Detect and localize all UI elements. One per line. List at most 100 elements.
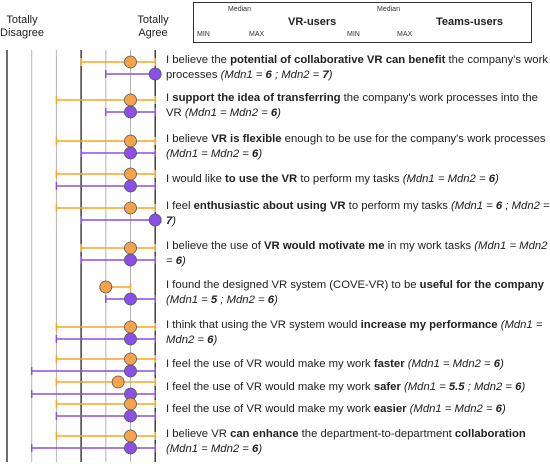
statement-1: I believe the potential of collaborative…: [166, 53, 550, 83]
statement-1-segment: I believe the: [166, 54, 231, 66]
statement-3-segment: (Mdn1 = Mdn2 =: [166, 148, 253, 160]
statement-10-segment: safer: [373, 381, 401, 393]
statement-8: I think that using the VR system would i…: [166, 318, 550, 348]
statement-3-segment: 6: [252, 148, 259, 160]
statement-5-segment: ; Mdn2 =: [502, 200, 550, 212]
legend-vr-median-caption: Median: [228, 6, 251, 13]
statement-5-segment: 6: [495, 200, 503, 212]
teams-users-row-2-median-dot: [124, 105, 137, 119]
statement-row-1-marks: [80, 55, 162, 81]
statement-11: I feel the use of VR would make my work …: [166, 402, 550, 417]
statement-8-segment: increase my performance: [360, 319, 498, 331]
statement-2-segment: I: [166, 92, 173, 104]
statement-row-5-marks: [55, 201, 162, 227]
statement-12-segment: (Mdn1 = Mdn2 =: [166, 443, 253, 455]
statement-11-segment: easier: [373, 403, 407, 415]
statement-10-segment: (Mdn1 =: [403, 381, 449, 393]
statement-row-8-marks: [55, 320, 156, 346]
teams-users-row-7-median-dot: [124, 292, 137, 306]
totally-disagree-label: Totally Disagree: [0, 14, 44, 40]
statement-12-segment: the department-to-department: [298, 428, 455, 440]
legend-teams-median-caption: Median: [377, 6, 400, 13]
statement-6-segment: (Mdn1 = Mdn2 =: [166, 240, 548, 267]
statement-11-segment: (Mdn1 = Mdn2 =: [409, 403, 496, 415]
statement-10-segment: 5.5: [448, 381, 465, 393]
statement-11-segment: 6: [495, 403, 502, 415]
totally-agree-line2: Agree: [138, 27, 168, 39]
statement-6-segment: 6: [175, 255, 183, 267]
statement-7-segment: 5: [210, 294, 218, 306]
statement-10-segment: 6: [515, 381, 522, 393]
statement-row-2-marks: [55, 93, 156, 119]
statement-7: I found the designed VR system (COVE-VR)…: [166, 278, 550, 308]
statement-5-segment: to perform my tasks: [345, 200, 452, 212]
vr-users-row-7-median-dot: [99, 280, 113, 294]
statement-1-segment: 7: [322, 69, 329, 81]
statement-12-segment: I believe VR: [166, 428, 231, 440]
statement-7-segment: (Mdn1 =: [166, 294, 211, 306]
chart-marks: [30, 55, 162, 455]
statement-4-segment: (Mdn1 = Mdn2 =: [402, 173, 489, 185]
statement-row-7-marks: [99, 280, 156, 306]
legend-teams-min-caption: MIN: [347, 31, 360, 38]
statement-9-segment: I feel the use of VR would make my work: [166, 358, 374, 370]
legend-teams-users-label: Teams-users: [436, 16, 504, 28]
statement-6-segment: VR would motivate me: [263, 240, 385, 252]
statement-8-segment: 6: [207, 334, 214, 346]
teams-users-row-4-median-dot: [124, 179, 137, 193]
statement-4-segment: I would like: [166, 173, 226, 185]
totally-agree-line1: Totally: [137, 14, 169, 26]
statement-5-segment: I feel: [166, 200, 194, 212]
statement-3-segment: I believe: [166, 133, 212, 145]
statement-7-segment: ): [274, 294, 278, 306]
statement-2-segment: ): [277, 107, 281, 119]
totally-disagree-line2: Disagree: [0, 27, 45, 39]
statement-5-segment: (Mdn1 =: [451, 200, 496, 212]
statement-5: I feel enthusiastic about using VR to pe…: [166, 199, 550, 229]
statement-8-segment: ): [213, 334, 218, 346]
statement-1-segment: 6: [265, 69, 272, 81]
statement-2-segment: 6: [270, 107, 278, 119]
statement-5-segment: enthusiastic about using VR: [193, 200, 346, 212]
vr-users-row-10-median-dot: [111, 375, 125, 389]
statement-10-segment: ): [521, 381, 526, 393]
totally-disagree-line1: Totally: [6, 14, 38, 26]
legend: Median MIN MAX VR-users Median MIN MAX T…: [193, 2, 532, 43]
statement-10-segment: I feel the use of VR would make my work: [166, 381, 374, 393]
statement-6-segment: I believe the use of: [166, 240, 264, 252]
statement-11-segment: ): [501, 403, 506, 415]
statement-1-segment: the company's work processes: [166, 54, 548, 81]
statement-3-segment: VR is flexible: [211, 133, 282, 145]
statement-12-segment: 6: [252, 443, 259, 455]
statement-row-11-marks: [55, 397, 156, 423]
statement-7-segment: I found the designed VR system (COVE-VR)…: [166, 279, 420, 291]
teams-users-row-3-median-dot: [124, 146, 137, 160]
teams-users-row-9-median-dot: [124, 364, 137, 378]
statement-6-segment: ): [182, 255, 186, 267]
statement-5-segment: ): [172, 215, 177, 227]
statement-row-6-marks: [80, 241, 156, 267]
statement-12: I believe VR can enhance the department-…: [166, 427, 550, 457]
statement-7-segment: ; Mdn2 =: [217, 294, 268, 306]
teams-users-row-11-median-dot: [124, 409, 137, 423]
statement-4-segment: 6: [488, 173, 496, 185]
teams-users-row-1-median-dot: [148, 67, 162, 81]
statement-9-segment: faster: [373, 358, 405, 370]
statement-1-segment: ): [328, 69, 333, 81]
statement-1-segment: ; Mdn2 =: [271, 69, 323, 81]
statement-3: I believe VR is flexible enough to be us…: [166, 132, 550, 162]
statement-row-3-marks: [55, 134, 156, 160]
statement-12-segment: collaboration: [454, 428, 526, 440]
statement-10-segment: ; Mdn2 =: [464, 381, 516, 393]
legend-teams-max-caption: MAX: [397, 31, 413, 38]
statement-4-segment: ): [495, 173, 499, 185]
teams-users-row-8-median-dot: [124, 332, 137, 346]
statement-6-segment: in my work tasks: [384, 240, 475, 252]
statement-2-segment: the company's work processes into the VR: [166, 92, 538, 119]
statement-8-segment: (Mdn1 = Mdn2 =: [166, 319, 543, 346]
vr-users-row-1-median-dot: [124, 55, 137, 69]
statement-9-segment: 6: [493, 358, 501, 370]
vr-users-row-5-median-dot: [124, 201, 137, 215]
legend-vr-users-label: VR-users: [288, 16, 337, 28]
